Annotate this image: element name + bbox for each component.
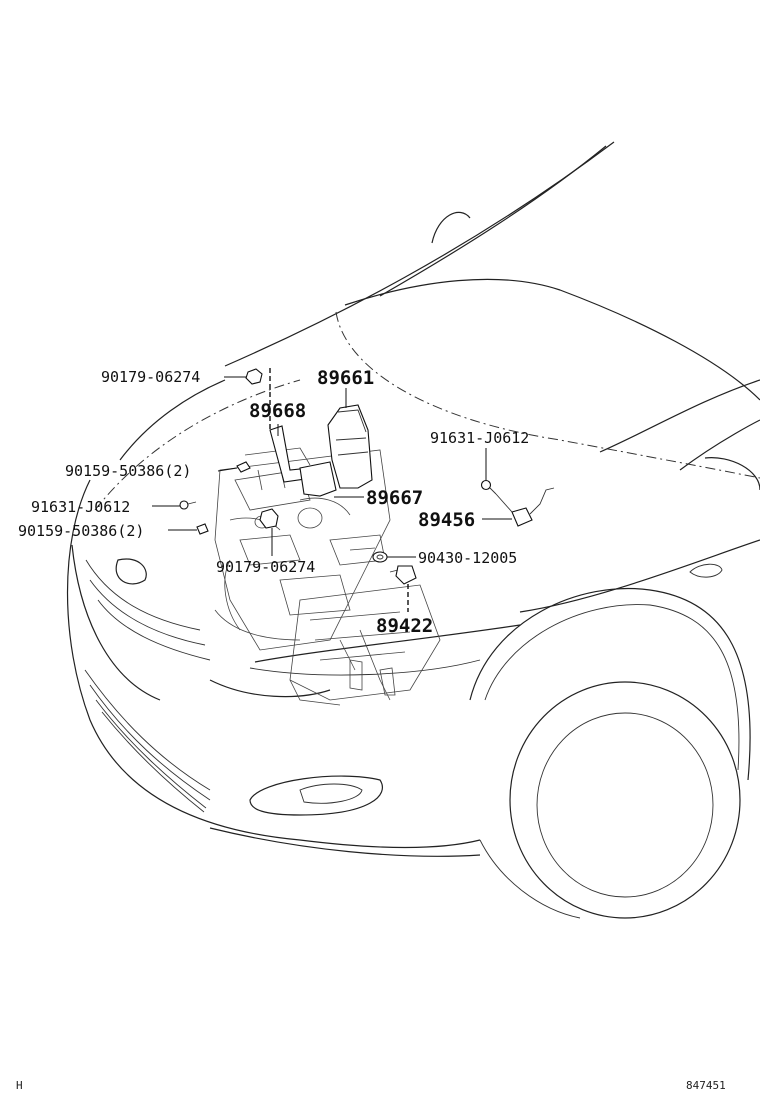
part-labels: 90179-06274 89661 89668 91631-J0612 9015… [18,367,529,637]
label-sensor-89456: 89456 [418,509,475,531]
leader-lines [152,368,512,612]
label-ecu: 89661 [317,367,374,389]
ecu-part [327,404,373,489]
label-bolt-left: 91631-J0612 [31,498,130,516]
bolt-left-part [179,500,197,510]
sensor-89456-part [495,487,555,527]
bolt-right-part [480,479,497,495]
footer-right-code: 847451 [686,1079,726,1092]
nut-lower-part [259,508,279,529]
label-sensor-89422: 89422 [376,615,433,637]
label-bolt-right: 91631-J0612 [430,429,529,447]
screw-lower-part [196,523,209,535]
nut-upper-part [245,368,263,385]
label-gasket: 90430-12005 [418,549,517,567]
gasket-part [372,551,388,563]
label-screw-lower: 90159-50386(2) [18,522,144,540]
label-screw-upper: 90159-50386(2) [65,462,191,480]
ecu-bracket-part [299,461,337,497]
engine-assembly [214,447,441,706]
sensor-89422-part [389,565,417,585]
grille [84,559,211,813]
footer-left-code: H [16,1079,23,1092]
label-bracket: 89668 [249,400,306,422]
vehicle-body-outline [66,141,760,919]
label-ecu-bracket: 89667 [366,487,423,509]
label-nut-lower: 90179-06274 [216,558,315,576]
label-nut-upper: 90179-06274 [101,368,200,386]
screw-upper-part [236,461,251,473]
